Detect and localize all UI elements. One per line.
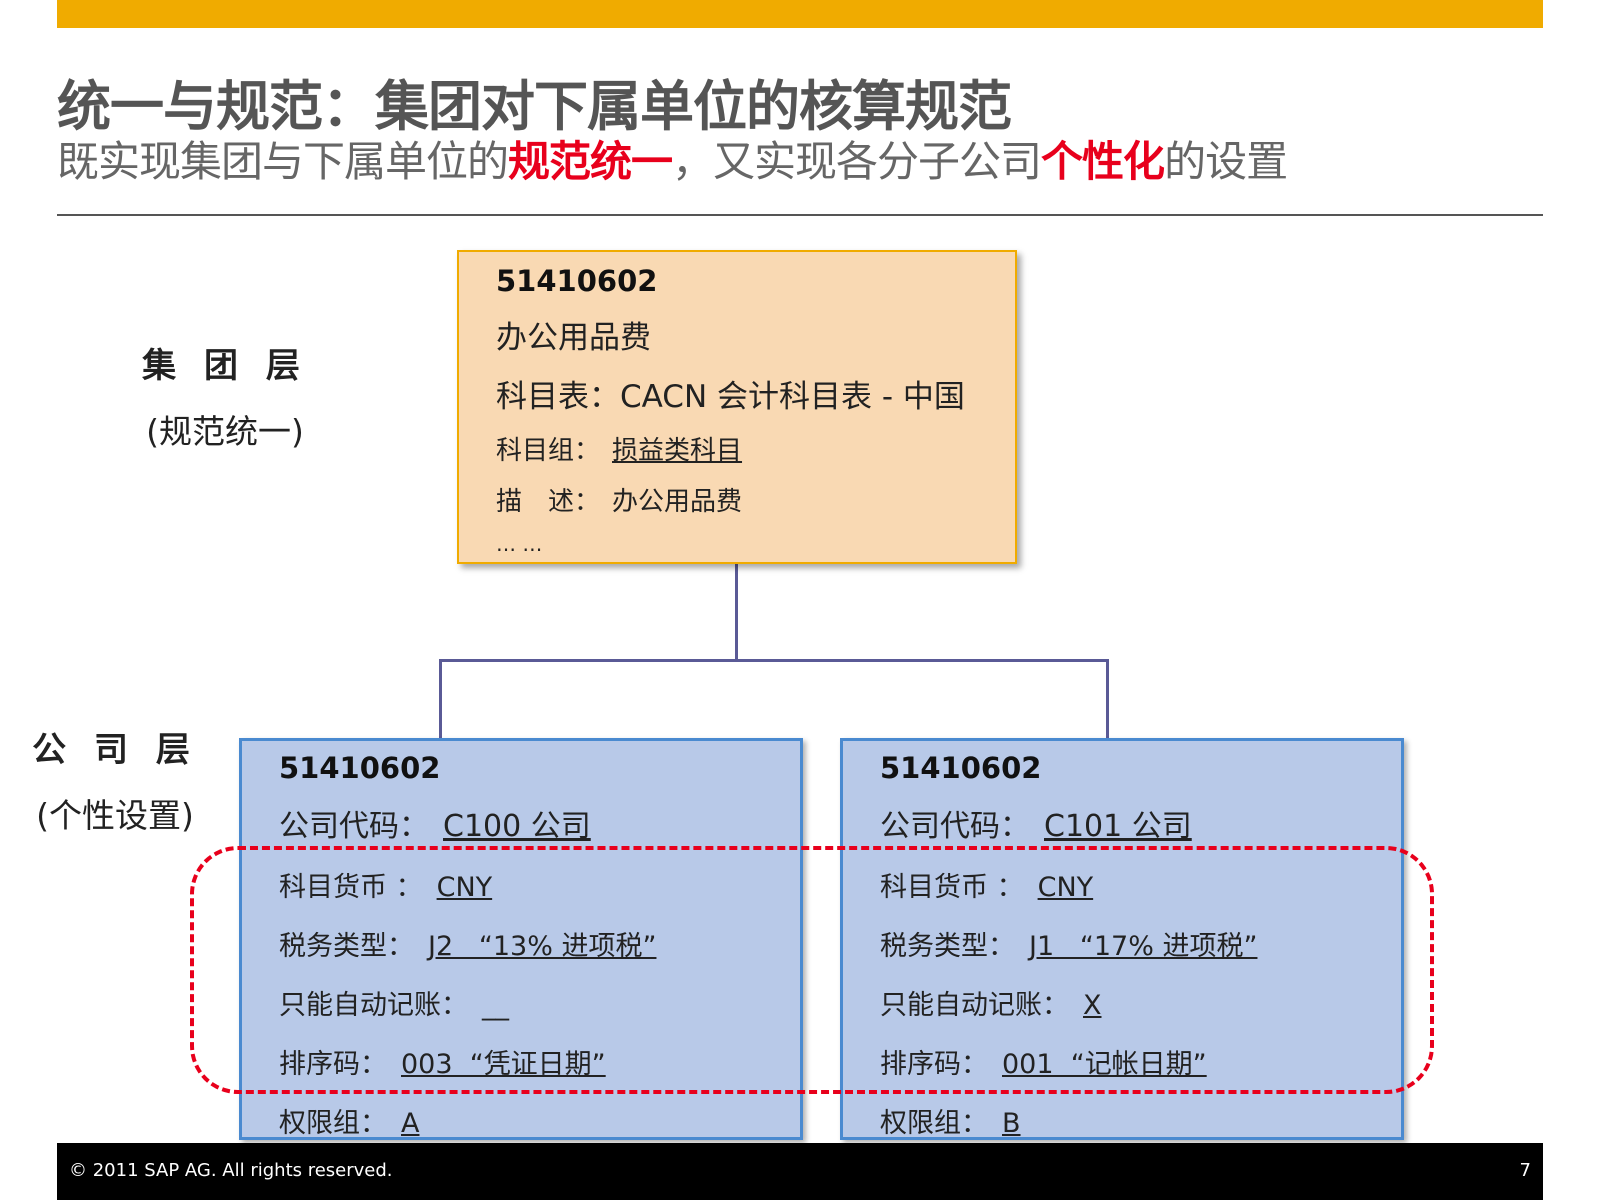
- authorization-group-label: 权限组：: [279, 1108, 387, 1139]
- post-automatically-label: 只能自动记账：: [880, 990, 1069, 1021]
- company-code-row: 公司代码： C100 公司: [279, 801, 800, 845]
- subtitle-text-3: 的设置: [1164, 137, 1288, 186]
- tax-category-row: 税务类型： J1 “17% 进项税”: [880, 924, 1401, 963]
- page-number: 7: [1519, 1160, 1531, 1181]
- group-layer-subtitle: (规范统一): [146, 412, 304, 451]
- company-code-row: 公司代码： C101 公司: [880, 801, 1401, 845]
- company-layer-subtitle: (个性设置): [36, 796, 194, 835]
- description-label: 描 述：: [496, 487, 601, 517]
- post-automatically-value: X: [1083, 990, 1102, 1021]
- group-box-ellipsis: … …: [496, 532, 543, 556]
- account-currency-label: 科目货币 ：: [880, 872, 1024, 903]
- group-account-name: 办公用品费: [496, 320, 651, 356]
- subtitle-text-1: 既实现集团与下属单位的: [57, 137, 509, 186]
- company-code-value: C100 公司: [443, 809, 591, 844]
- company-account-code: 51410602: [880, 751, 1042, 785]
- company-account-box-c100: 51410602 公司代码： C100 公司 科目货币 ： CNY 税务类型： J2 …: [239, 738, 803, 1176]
- authorization-group-value: A: [401, 1108, 420, 1139]
- account-group-label: 科目组：: [496, 436, 601, 466]
- chart-of-accounts-row: 科目表：CACN 会计科目表 - 中国: [496, 371, 1015, 416]
- subtitle-highlight-2: 个性化: [1041, 137, 1165, 186]
- top-accent-bar: [57, 0, 1543, 28]
- post-automatically-label: 只能自动记账：: [279, 990, 468, 1021]
- footer-bar: © 2011 SAP AG. All rights reserved. 7: [57, 1143, 1543, 1200]
- authorization-group-value: B: [1002, 1108, 1021, 1139]
- group-layer-name: 集 团 层: [142, 346, 308, 386]
- connector-right-drop: [1106, 659, 1109, 740]
- post-automatically-row: 只能自动记账： __: [279, 983, 800, 1022]
- company-code-value: C101 公司: [1044, 809, 1192, 844]
- sort-key-label: 排序码：: [279, 1049, 387, 1080]
- sort-key-row: 排序码： 001 “记帐日期”: [880, 1042, 1401, 1081]
- authorization-group-label: 权限组：: [880, 1108, 988, 1139]
- company-layer-label: 公 司 层 (个性设置): [20, 722, 210, 837]
- group-account-code: 51410602: [496, 264, 658, 298]
- page-title: 统一与规范：集团对下属单位的核算规范: [57, 75, 1012, 138]
- connector-horizontal: [439, 659, 1109, 662]
- account-group-row: 科目组： 损益类科目: [496, 430, 1015, 467]
- subtitle-highlight-1: 规范统一: [508, 137, 673, 186]
- description-value: 办公用品费: [612, 487, 743, 517]
- company-account-code: 51410602: [279, 751, 441, 785]
- subtitle-text-2: ，又实现各分子公司: [672, 137, 1042, 186]
- post-automatically-value: __: [482, 990, 509, 1021]
- group-account-box: 51410602 办公用品费 科目表：CACN 会计科目表 - 中国 科目组： 损…: [457, 250, 1017, 564]
- account-currency-row: 科目货币 ： CNY: [880, 865, 1401, 904]
- account-group-value: 损益类科目: [612, 436, 743, 466]
- header-divider: [57, 214, 1543, 216]
- sort-key-label: 排序码：: [880, 1049, 988, 1080]
- copyright-text: © 2011 SAP AG. All rights reserved.: [69, 1160, 393, 1181]
- page-subtitle: 既实现集团与下属单位的规范统一，又实现各分子公司个性化的设置: [57, 128, 1288, 189]
- account-currency-value: CNY: [1037, 872, 1094, 903]
- company-code-label: 公司代码：: [880, 809, 1030, 844]
- connector-vertical-top: [735, 564, 738, 660]
- account-currency-row: 科目货币 ： CNY: [279, 865, 800, 904]
- tax-category-label: 税务类型：: [279, 931, 414, 962]
- personalized-settings-highlight: [190, 846, 1434, 1094]
- chart-of-accounts-label: 科目表：: [496, 379, 620, 415]
- post-automatically-row: 只能自动记账： X: [880, 983, 1401, 1022]
- chart-of-accounts-value: CACN 会计科目表 - 中国: [620, 379, 965, 415]
- account-currency-label: 科目货币 ：: [279, 872, 423, 903]
- tax-category-row: 税务类型： J2 “13% 进项税”: [279, 924, 800, 963]
- account-currency-value: CNY: [436, 872, 493, 903]
- description-row: 描 述： 办公用品费: [496, 481, 1015, 518]
- authorization-group-row: 权限组： A: [279, 1101, 800, 1140]
- connector-left-drop: [439, 659, 442, 740]
- group-layer-label: 集 团 层 (规范统一): [130, 338, 320, 453]
- sort-key-row: 排序码： 003 “凭证日期”: [279, 1042, 800, 1081]
- company-layer-name: 公 司 层: [32, 730, 198, 770]
- company-code-label: 公司代码：: [279, 809, 429, 844]
- sort-key-value: 001 “记帐日期”: [1002, 1049, 1207, 1080]
- tax-category-label: 税务类型：: [880, 931, 1015, 962]
- sort-key-value: 003 “凭证日期”: [401, 1049, 606, 1080]
- tax-category-value: J2 “13% 进项税”: [428, 931, 657, 962]
- authorization-group-row: 权限组： B: [880, 1101, 1401, 1140]
- tax-category-value: J1 “17% 进项税”: [1029, 931, 1258, 962]
